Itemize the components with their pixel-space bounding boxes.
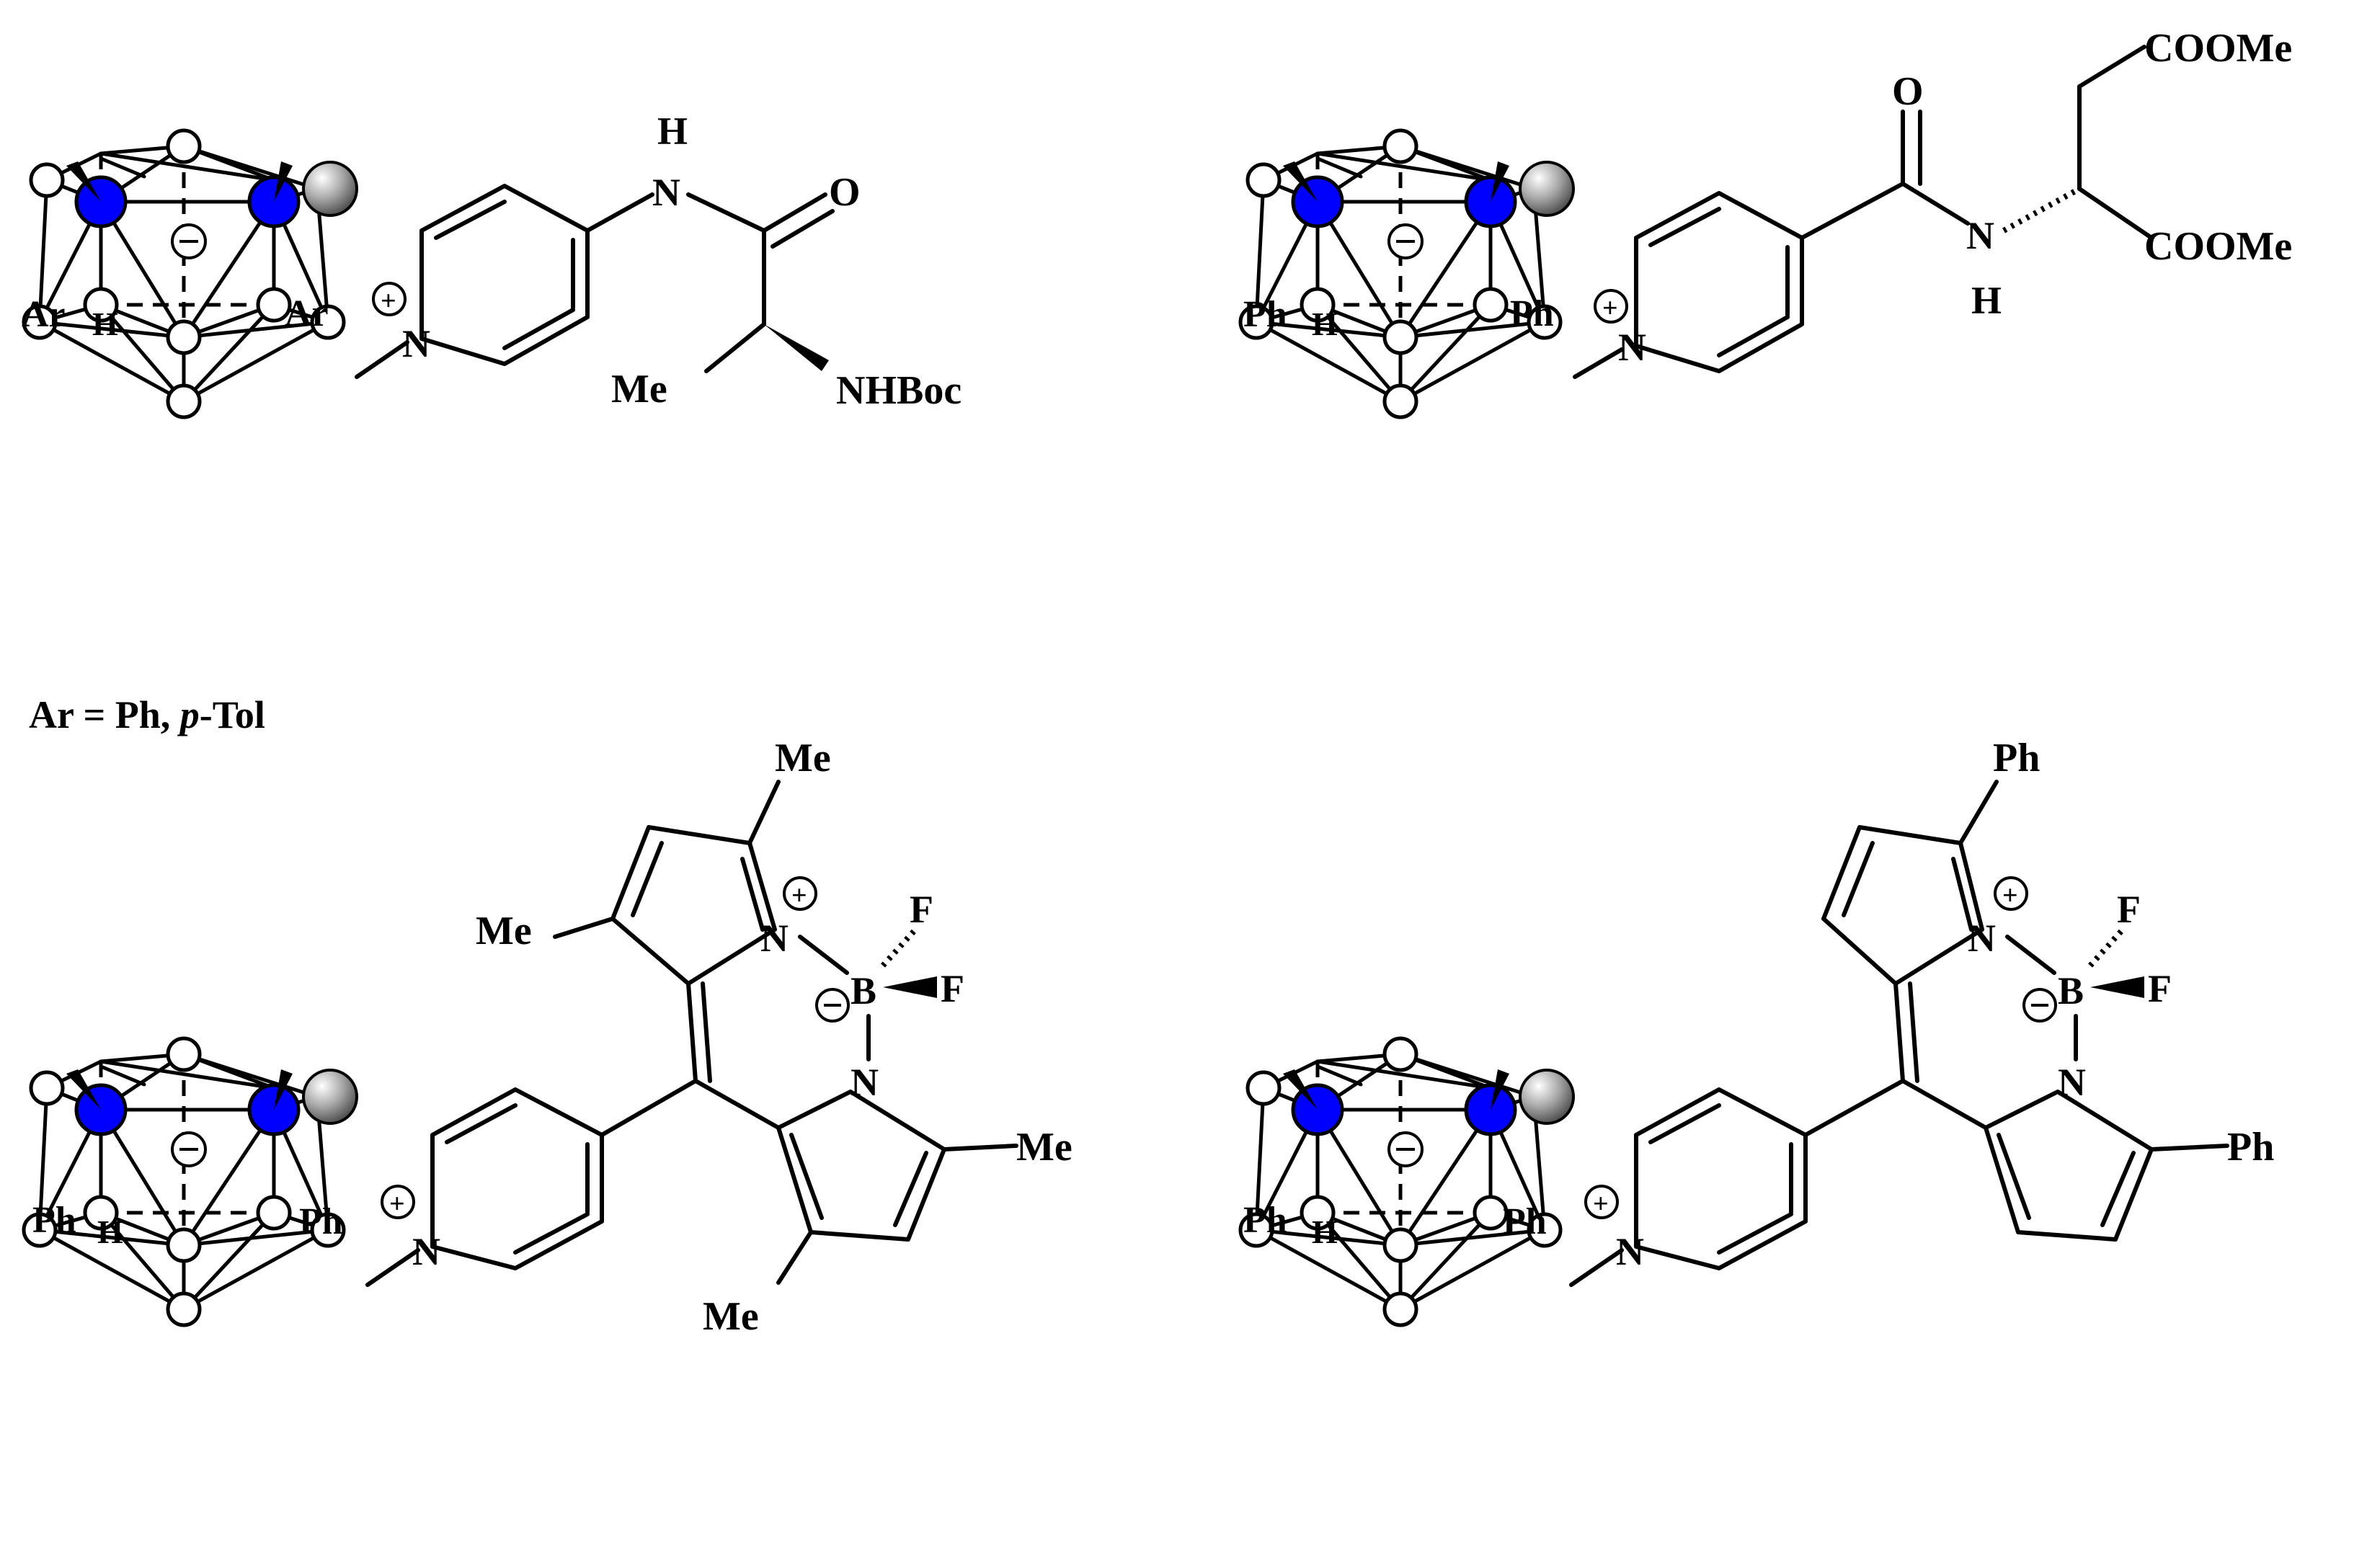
m3-plus-sign: +: [389, 1189, 405, 1219]
m3-me-bottom: Me: [703, 1294, 759, 1339]
m1-nhboc: NHBoc: [836, 368, 962, 413]
m3-boron: B: [851, 969, 876, 1012]
m2-ester-top: COOMe: [2144, 26, 2292, 71]
m4-f1: F: [2117, 888, 2141, 931]
m1-amide-h: H: [657, 110, 688, 153]
m2-plus-charge: [1594, 289, 1628, 324]
m2-ester-bottom: COOMe: [2144, 224, 2292, 269]
m2-pyridinium: [1573, 191, 1804, 379]
m1-carbonyl-o: O: [829, 170, 861, 215]
m1-amide-n: N: [652, 171, 680, 214]
m1-plus-sign: +: [381, 286, 396, 316]
m2-carbonyl-o: O: [1892, 69, 1924, 114]
m3-plus-charge: [381, 1185, 415, 1219]
carborane-cage-3: [24, 1038, 357, 1325]
m4-substituent-left: Ph: [1243, 1200, 1287, 1241]
m3-plus-sign-bodipy: +: [791, 881, 807, 911]
m4-plus-sign-bodipy: +: [2002, 881, 2018, 911]
carborane-cage-1: [24, 130, 357, 417]
m3-pyridinium-n: N: [412, 1230, 440, 1273]
m2-substituent-right: Ph: [1510, 293, 1554, 334]
m3-f2: F: [941, 967, 964, 1010]
m4-substituent-right: Ph: [1503, 1201, 1547, 1242]
m1-plus-charge: [372, 282, 407, 316]
ar-definition: Ar = Ph, p-Tol: [29, 693, 265, 736]
carborane-cage-2: [1240, 130, 1573, 417]
m3-substituent-left: Ph: [32, 1200, 76, 1241]
m4-pyridinium-n: N: [1616, 1230, 1644, 1273]
m4-plus-charge-bodipy: [1994, 876, 2028, 911]
m1-substituent-left: Ar: [22, 294, 66, 335]
m4-cage-h: H: [1312, 1213, 1338, 1250]
m3-plus-charge-bodipy: [783, 876, 817, 911]
m3-me-left: Me: [476, 909, 532, 953]
m4-boron: B: [2058, 969, 2084, 1012]
m3-me-right: Me: [1016, 1125, 1073, 1170]
m4-n-upper: N: [1968, 917, 1996, 960]
m2-amide-h: H: [1971, 279, 2002, 322]
m2-cage-h: H: [1312, 306, 1338, 342]
carborane-cage-4: [1240, 1038, 1573, 1325]
molecule-2: Ph H Ph + N O N H COOMe COOMe: [1240, 26, 2292, 417]
m2-substituent-left: Ph: [1243, 294, 1287, 335]
m1-cage-h: H: [92, 306, 118, 342]
m4-plus-sign: +: [1593, 1189, 1609, 1219]
m4-n-lower: N: [2058, 1061, 2086, 1104]
molecule-4: Ph H Ph + N Ph N + B F: [1240, 736, 2274, 1325]
m4-plus-charge: [1584, 1185, 1619, 1219]
m3-n-upper: N: [760, 917, 789, 960]
m4-ph-right: Ph: [2227, 1125, 2274, 1170]
m2-pyridinium-n: N: [1618, 326, 1646, 369]
m3-n-lower: N: [851, 1061, 879, 1104]
m2-amide-n: N: [1966, 214, 1994, 257]
m1-pyridinium-n: N: [402, 322, 430, 365]
m3-substituent-right: Ph: [299, 1201, 343, 1242]
molecule-3: Ph H Ph + N Me Me N + B: [24, 736, 1073, 1339]
molecule-1: Ar H Ar + N N H O Me NHBoc: [22, 110, 962, 417]
m1-pyridinium: [355, 184, 590, 379]
m4-ph-top: Ph: [1993, 736, 2040, 780]
m1-methyl: Me: [611, 367, 667, 411]
m3-me-top: Me: [775, 736, 831, 780]
m4-f2: F: [2148, 967, 2172, 1010]
m3-cage-h: H: [97, 1213, 123, 1250]
m2-plus-sign: +: [1602, 293, 1618, 324]
m1-substituent-right: Ar: [285, 293, 329, 334]
m3-f1: F: [910, 888, 933, 931]
